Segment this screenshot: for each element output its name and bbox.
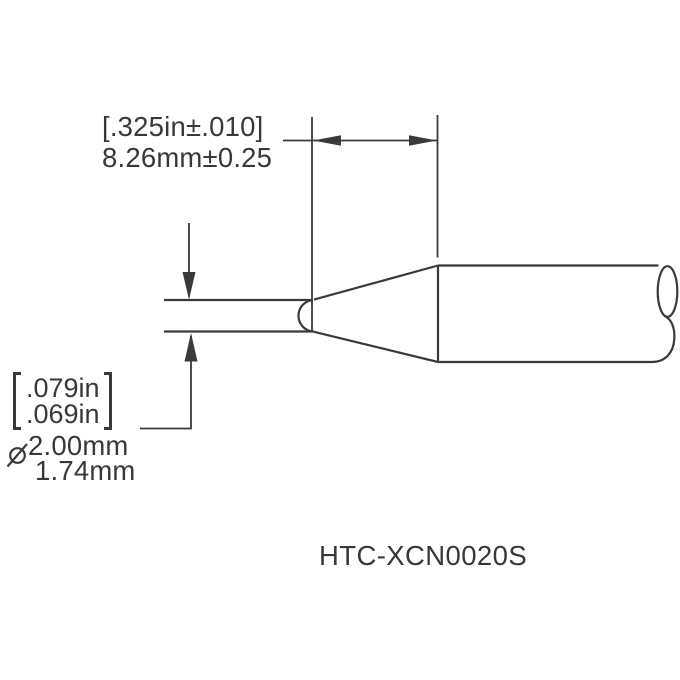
length-arrowhead-left <box>313 135 341 146</box>
diameter-lower-arrowhead <box>184 333 198 362</box>
diameter-symbol-icon <box>6 443 28 468</box>
length-dimension-label: [.325in±.010] 8.26mm±0.25 <box>102 111 272 173</box>
diameter-millimeters-label: 2.00mm 1.74mm <box>28 430 136 486</box>
right-bracket <box>103 372 112 430</box>
diameter-inches-lower-text: .069in <box>26 399 100 429</box>
diameter-upper-arrowhead <box>182 272 196 300</box>
diameter-inches-values: .079in .069in <box>21 372 104 430</box>
cone-bottom-edge <box>313 330 439 364</box>
tip-nose-arc <box>297 298 314 333</box>
diameter-millimeters-lower-text: 1.74mm <box>35 454 136 486</box>
diameter-inches-bracket-group: .079in .069in <box>13 372 112 430</box>
left-bracket <box>13 372 21 430</box>
length-arrowhead-right <box>409 135 437 146</box>
body-end-corner-curve <box>651 315 676 364</box>
length-inches-text: [.325in±.010] <box>102 111 264 142</box>
cone-top-edge <box>313 264 439 301</box>
diameter-inches-upper-text: .079in <box>26 373 100 403</box>
length-millimeters-text: 8.26mm±0.25 <box>102 142 273 173</box>
diameter-millimeters-upper-text: 2.00mm <box>28 430 129 461</box>
body-end-ellipse <box>656 265 679 318</box>
part-number-label: HTC-XCN0020S <box>319 540 528 571</box>
diameter-lower-leader-line <box>140 336 192 430</box>
